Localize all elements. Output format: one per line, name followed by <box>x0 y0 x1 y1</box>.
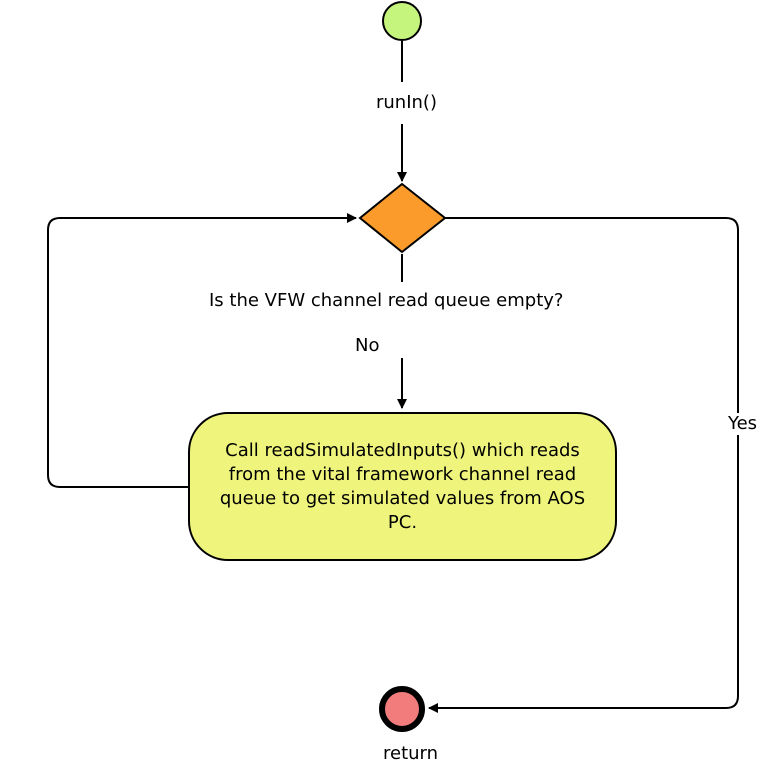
entry-label: runIn() <box>376 92 437 113</box>
end-node <box>379 686 425 732</box>
action-text: Call readSimulatedInputs() which reads f… <box>219 439 586 533</box>
no-edge-label: No <box>355 335 380 356</box>
start-node <box>382 1 422 41</box>
action-node: Call readSimulatedInputs() which reads f… <box>188 412 617 561</box>
yes-edge-label: Yes <box>726 413 760 435</box>
loop-back-connector <box>47 213 357 488</box>
end-label: return <box>383 743 439 764</box>
decision-node <box>358 182 447 254</box>
decision-label: Is the VFW channel read queue empty? <box>209 290 564 311</box>
yes-branch-connector <box>428 217 739 713</box>
